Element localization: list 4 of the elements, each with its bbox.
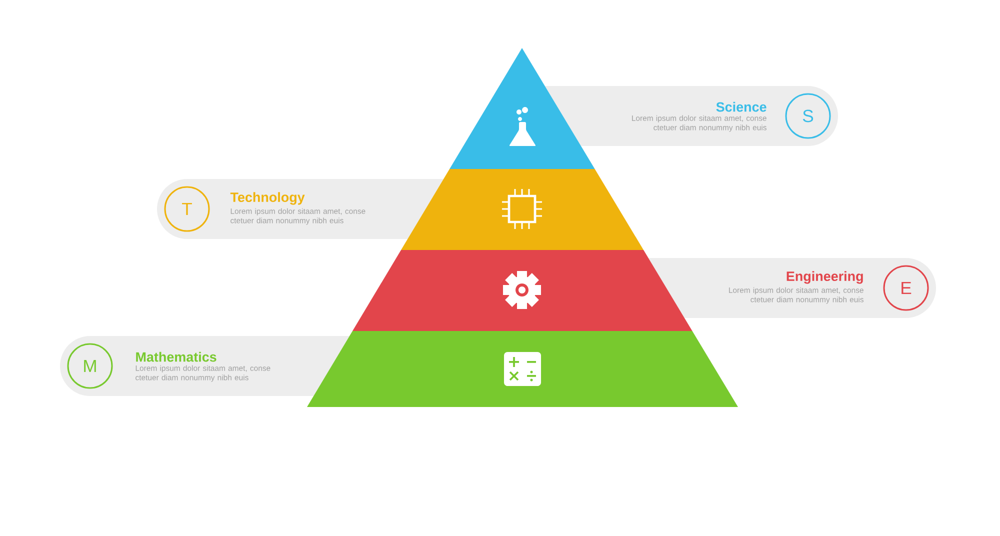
heading: Engineering — [786, 271, 863, 284]
heading: Technology — [230, 192, 305, 205]
heading: Mathematics — [136, 352, 216, 362]
heading: Science — [716, 102, 766, 112]
